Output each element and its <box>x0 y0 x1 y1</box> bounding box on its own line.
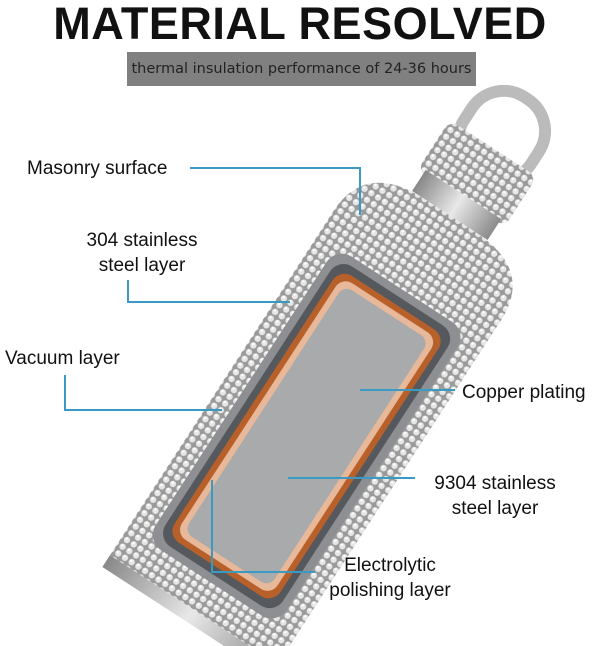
label-line: 9304 stainless <box>434 473 556 494</box>
label-copper-plating: Copper plating <box>462 382 586 403</box>
label-electrolytic: Electrolytic polishing layer <box>318 553 462 603</box>
bottle <box>102 84 552 646</box>
leader-304 <box>127 280 290 303</box>
label-line: polishing layer <box>329 580 451 601</box>
leader-masonry <box>190 167 361 215</box>
subtitle-banner: thermal insulation performance of 24-36 … <box>127 52 476 86</box>
label-vacuum-layer: Vacuum layer <box>5 348 120 369</box>
label-line: Electrolytic <box>344 555 436 576</box>
leader-electrolytic <box>211 480 315 573</box>
page-title: MATERIAL RESOLVED <box>53 0 547 49</box>
label-304-steel: 304 stainless steel layer <box>62 228 222 278</box>
neck <box>412 170 502 241</box>
leader-vacuum <box>64 375 222 411</box>
leader-lines <box>64 167 455 573</box>
label-masonry-surface: Masonry surface <box>27 158 168 179</box>
label-line: steel layer <box>451 498 539 519</box>
label-line: 304 stainless <box>86 230 198 251</box>
label-line: steel layer <box>98 255 186 276</box>
label-9304-steel: 9304 stainless steel layer <box>420 471 570 521</box>
polished-inner <box>187 288 426 584</box>
cap <box>420 123 534 224</box>
